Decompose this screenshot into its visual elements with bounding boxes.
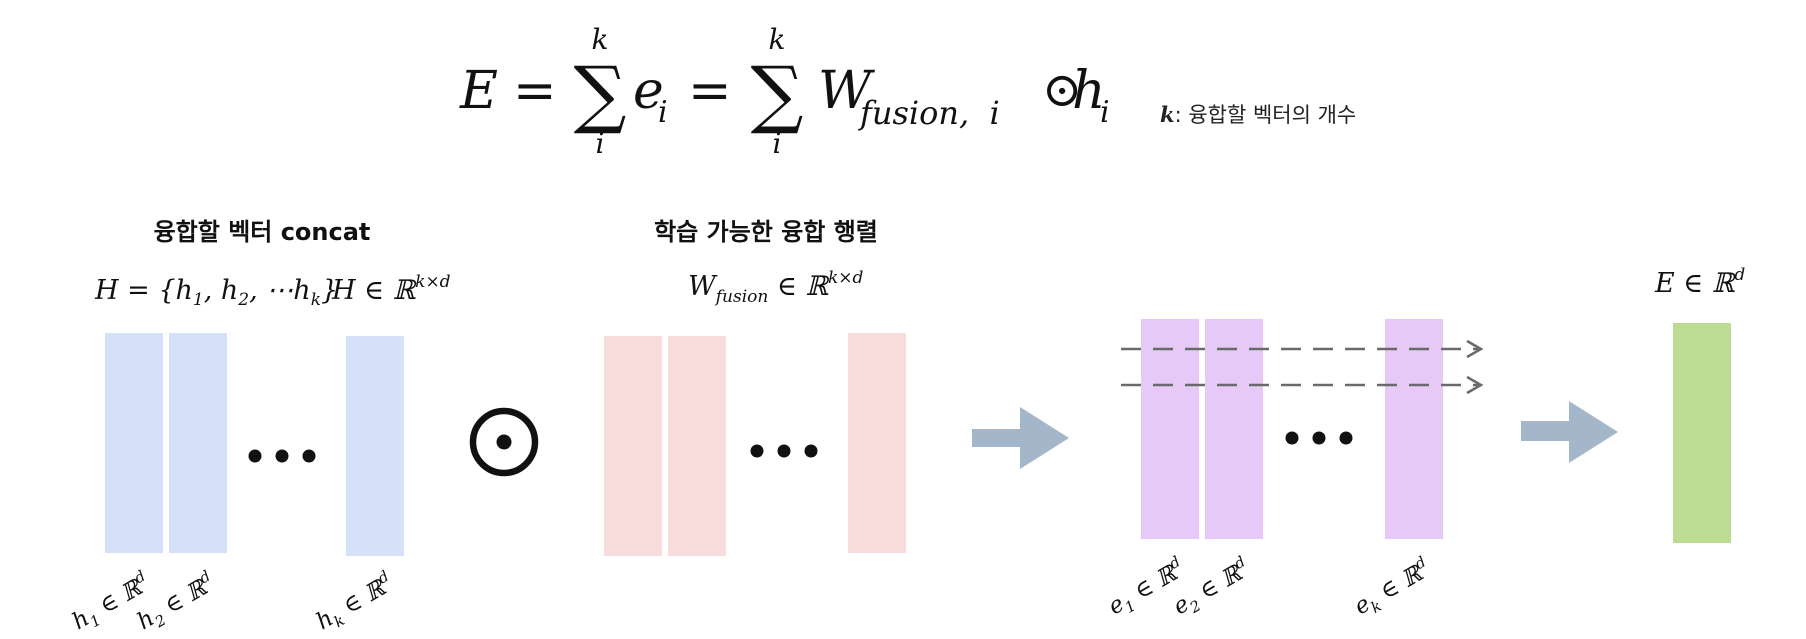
h-ellipsis [248, 449, 316, 463]
formula-e-sub: i [658, 95, 668, 130]
h1-column [105, 333, 163, 553]
h2-column [169, 333, 227, 553]
concat-title: 융합할 벡터 concat [154, 218, 371, 246]
formula-W: W [818, 61, 875, 121]
formula-E: E [459, 61, 498, 121]
formula-eq-2: = [688, 61, 732, 121]
formula-sum2-bottom: i [773, 127, 782, 160]
column-labels: h1 ∈ ℝd h2 ∈ ℝd hk ∈ ℝd e1 ∈ ℝd e2 ∈ ℝd … [68, 552, 1437, 639]
formula-odot: ⊙ [1042, 62, 1082, 118]
formula-h: h [1072, 61, 1106, 121]
ek-column [1385, 319, 1443, 539]
e-ellipsis [1285, 431, 1353, 445]
hk-column [346, 336, 404, 556]
formula-eq-1: = [513, 61, 557, 121]
fusion-formula: E = k ∑ i e i = k ∑ i W fusion, i ⊙ h i [459, 23, 1110, 160]
H-set-label: H = {h1, h2, ⋯hk} [94, 275, 338, 310]
ek-label: ek ∈ ℝd [1348, 553, 1437, 624]
w-columns [604, 333, 906, 556]
formula-W-sub: fusion, i [858, 94, 1000, 132]
formula-sum2-sigma: ∑ [751, 51, 804, 137]
w2-column [668, 336, 726, 556]
h-columns [105, 333, 404, 556]
formula-sum1-top: k [592, 23, 609, 56]
e2-column [1205, 319, 1263, 539]
E-output-column [1673, 323, 1731, 543]
formula-h-sub: i [1100, 95, 1110, 130]
arrow-right-icon [972, 407, 1069, 469]
dashed-arrowhead-2 [1466, 375, 1484, 395]
formula-sum1-sigma: ∑ [574, 51, 627, 137]
note-var: k [1160, 102, 1175, 127]
e1-column [1141, 319, 1199, 539]
w-ellipsis [750, 444, 818, 458]
formula-sum2-top: k [769, 23, 786, 56]
arrow-right-icon-2 [1521, 401, 1618, 463]
hk-label: hk ∈ ℝd [310, 567, 400, 639]
W-space-label: Wfusion ∈ ℝk×d [688, 268, 863, 307]
formula-e: e [633, 61, 664, 121]
sum-dashed-arrows [1121, 339, 1484, 395]
e-columns [1141, 319, 1443, 539]
H-space-label: H ∈ ℝk×d [331, 272, 451, 306]
w1-column [604, 336, 662, 556]
formula-note: k: 융합할 벡터의 개수 [1160, 102, 1356, 127]
dashed-arrowhead-1 [1466, 339, 1484, 359]
E-space-label: E ∈ ℝd [1654, 265, 1745, 299]
formula-sum1-bottom: i [596, 127, 605, 160]
note-text: : 융합할 벡터의 개수 [1175, 103, 1357, 127]
wk-column [848, 333, 906, 553]
matrix-title: 학습 가능한 융합 행렬 [654, 218, 878, 246]
hadamard-operator-icon [469, 407, 539, 477]
